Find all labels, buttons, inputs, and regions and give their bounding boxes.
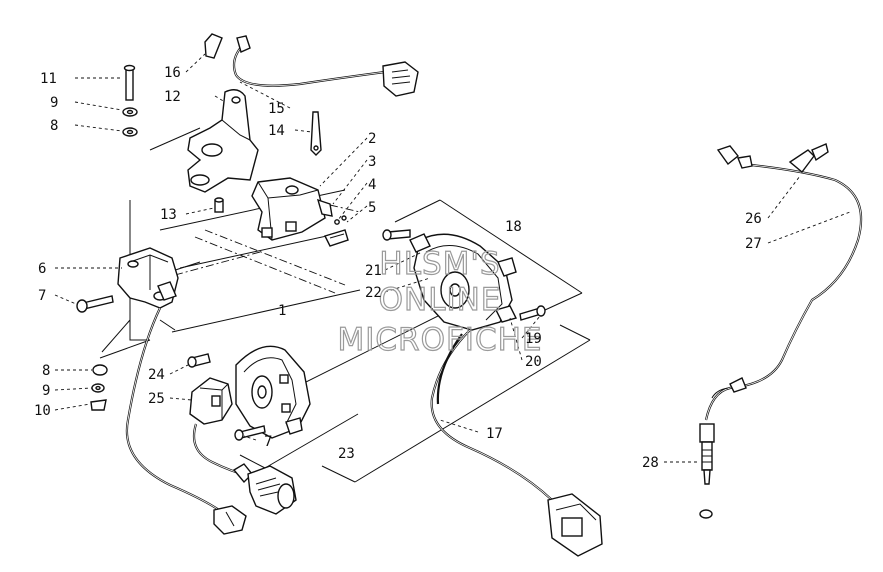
group-frame-lines (99, 127, 591, 483)
bracket-12-icon (187, 89, 259, 193)
callout-23: 23 (338, 446, 355, 462)
callout-13: 13 (160, 207, 177, 223)
watermark: HLSM'S ONLINE MICROFICHE (337, 245, 543, 358)
cable-27-icon (704, 143, 863, 421)
callout-11: 11 (40, 71, 57, 87)
switch-housing-2-icon (251, 177, 361, 247)
bushing-13-icon (214, 197, 224, 213)
screw-7-lower-icon (234, 425, 266, 441)
switch-25-icon (189, 377, 233, 425)
callout-8-lower: 8 (42, 363, 50, 379)
callout-27: 27 (745, 236, 762, 252)
wire-housing-6-icon (125, 307, 247, 535)
screw-19-icon (519, 305, 546, 321)
callout-1: 1 (278, 303, 286, 319)
cap-16-icon (204, 33, 223, 59)
callout-16: 16 (164, 65, 181, 81)
harness-15-icon (232, 35, 419, 97)
housing-18-icon (409, 233, 518, 331)
callout-17: 17 (486, 426, 503, 442)
watermark-line-2: ONLINE (379, 282, 502, 318)
leader-lines (54, 53, 851, 463)
wire-switch-25-icon (192, 423, 297, 515)
screw-7-upper-icon (76, 295, 114, 313)
callout-24: 24 (148, 367, 165, 383)
callout-labels: 1 2 3 4 5 6 7 7 8 8 9 9 10 11 12 13 14 1… (34, 65, 762, 471)
bolt-11-icon (123, 64, 136, 101)
callout-28: 28 (642, 455, 659, 471)
callout-8-upper: 8 (50, 118, 58, 134)
callout-2: 2 (368, 131, 376, 147)
washer-9-top-icon (122, 107, 138, 117)
screw-21-icon (382, 229, 411, 241)
callout-6: 6 (38, 261, 46, 277)
callout-5: 5 (368, 200, 376, 216)
washer-8-top-icon (122, 127, 138, 137)
callout-10: 10 (34, 403, 51, 419)
callout-7-lower: 7 (264, 434, 272, 450)
callout-7-upper: 7 (38, 288, 46, 304)
callout-3: 3 (368, 154, 376, 170)
watermark-line-1: HLSM'S (379, 246, 500, 282)
pin-14-icon (310, 111, 322, 156)
callout-15: 15 (268, 101, 285, 117)
callout-9-lower: 9 (42, 383, 50, 399)
fitting-28-icon (699, 423, 715, 519)
callout-26: 26 (745, 211, 762, 227)
screw-24-icon (187, 353, 211, 368)
callout-20: 20 (525, 354, 542, 370)
callout-19: 19 (525, 331, 542, 347)
callout-9-upper: 9 (50, 95, 58, 111)
washers-8-9-10-lower-icon (90, 364, 108, 411)
cable-17-icon (430, 329, 603, 557)
callout-18: 18 (505, 219, 522, 235)
callout-12: 12 (164, 89, 181, 105)
housing-6-icon (117, 247, 179, 309)
callout-14: 14 (268, 123, 285, 139)
watermark-line-3: MICROFICHE (338, 322, 543, 358)
callout-4: 4 (368, 177, 376, 193)
callout-22: 22 (365, 285, 382, 301)
housing-23-icon (235, 345, 311, 439)
callout-21: 21 (365, 263, 382, 279)
callout-25: 25 (148, 391, 165, 407)
